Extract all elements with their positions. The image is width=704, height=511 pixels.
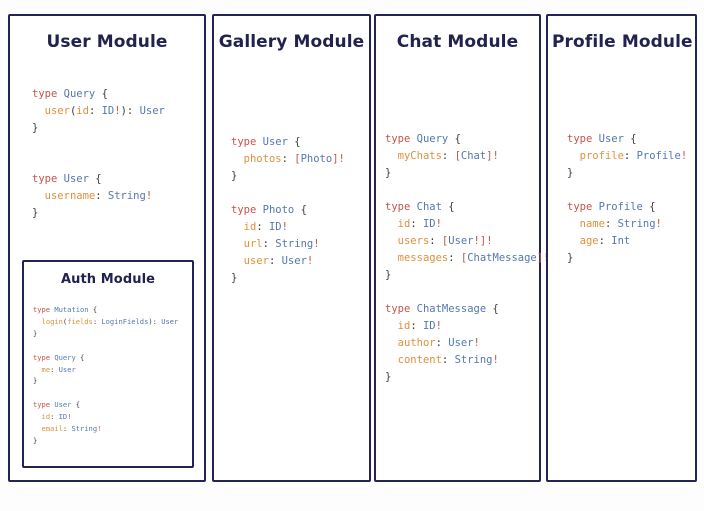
schema-code-profile: type User { profile: Profile! } type Pro… (567, 133, 688, 264)
module-title-auth: Auth Module (60, 272, 156, 287)
module-title-chat: Chat Module (396, 32, 519, 52)
schema-code-user: type Query { user(id: ID!): User } type … (32, 88, 165, 219)
schema-code-auth: type Mutation { login(fields: LoginField… (33, 305, 179, 445)
module-title-gallery: Gallery Module (218, 32, 365, 52)
module-card-user[interactable]: User Module type Query { user(id: ID!): … (8, 14, 206, 482)
module-card-chat[interactable]: Chat Module type Query { myChats: [Chat]… (374, 14, 549, 482)
module-title-profile: Profile Module (552, 32, 693, 52)
module-card-auth[interactable]: Auth Module type Mutation { login(fields… (22, 260, 194, 468)
schema-code-chat: type Query { myChats: [Chat]! } type Cha… (385, 133, 549, 383)
schema-code-gallery: type User { photos: [Photo]! } type Phot… (231, 136, 345, 284)
module-card-profile[interactable]: Profile Module type User { profile: Prof… (546, 14, 697, 482)
module-title-user: User Module (46, 32, 168, 52)
module-card-gallery[interactable]: Gallery Module type User { photos: [Phot… (212, 14, 371, 482)
